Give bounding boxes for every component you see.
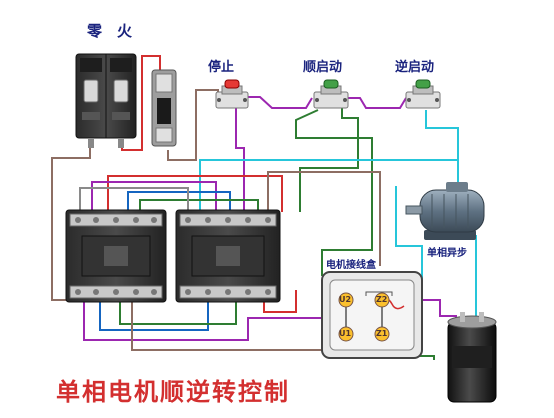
wire-purple-cross [91, 181, 217, 212]
wire-gray-cross [79, 187, 189, 212]
wire-red-cross [107, 175, 283, 212]
push-button-icon [215, 79, 249, 109]
diagram-title: 单相电机顺逆转控制 [56, 378, 290, 406]
reverse-start-label: 逆启动 [395, 60, 435, 75]
neutral-label: 零 [87, 22, 103, 40]
wire-green-bottom [119, 300, 237, 325]
terminal-box-label: 电机接线盒 [326, 260, 376, 271]
forward-start-label: 顺启动 [303, 60, 343, 75]
contactor-icon [65, 209, 167, 303]
wire-cyan-reverse [199, 110, 459, 212]
fuse-icon [151, 69, 177, 147]
terminal-box-icon [321, 271, 423, 359]
terminal-u1-label: U1 [339, 329, 352, 338]
wire-blue-bottom [99, 300, 209, 331]
contactor-icon [175, 209, 281, 303]
wire-purple-forward-reverse [348, 97, 407, 109]
wire-brown-left [51, 140, 91, 301]
push-button-icon [313, 79, 349, 109]
wire-red-breaker-fuse [121, 55, 161, 151]
wire-purple-cap [418, 299, 457, 322]
capacitor-icon [447, 312, 497, 403]
wire-green-loop [295, 109, 373, 276]
wire-blue-cross [127, 191, 231, 212]
wire-purple-stop-forward [246, 96, 313, 109]
wire-brown-right [267, 171, 381, 266]
wire-green-forward [299, 108, 359, 212]
wire-purple-bottom [83, 300, 326, 341]
terminal-z2-label: Z2 [376, 295, 388, 304]
wire-red-bottom [263, 290, 297, 313]
stop-label: 停止 [208, 60, 235, 75]
push-button-icon [405, 79, 441, 109]
motor-label: 单相异步 [427, 248, 467, 259]
live-label: 火 [117, 22, 133, 40]
wire-purple-stop-down [235, 108, 245, 212]
breaker-icon [75, 53, 137, 148]
terminal-u2-label: U2 [339, 295, 352, 304]
terminal-z1-label: Z1 [376, 329, 388, 338]
wire-brown-fuse-stop [167, 89, 219, 161]
wire-green-cross [139, 199, 259, 212]
motor-icon [405, 182, 485, 240]
